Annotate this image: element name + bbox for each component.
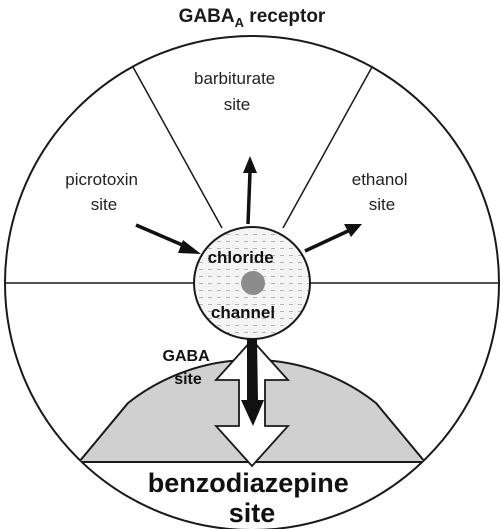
title-main: GABA [179, 6, 235, 27]
picrotoxin-arrow [135, 223, 201, 254]
barbiturate-arrow [243, 156, 257, 225]
divider-upper-right [282, 66, 373, 229]
benzodiazepine-site-label: benzodiazepine site [148, 468, 357, 528]
divider-upper-left [132, 66, 223, 229]
ethanol-arrow [304, 224, 362, 253]
diagram-title: GABAA receptor [179, 6, 326, 30]
title-subscript: A [235, 15, 245, 30]
chloride-channel-label: chloride channel [208, 248, 279, 322]
channel-pore [241, 271, 265, 295]
ethanol-site-label: ethanol site [352, 170, 413, 214]
barbiturate-site-label: barbiturate site [194, 69, 280, 114]
gaba-arrow [241, 339, 264, 426]
gaba-site-label: GABA site [163, 348, 214, 388]
picrotoxin-site-label: picrotoxin site [65, 170, 143, 214]
title-suffix: receptor [244, 6, 326, 27]
